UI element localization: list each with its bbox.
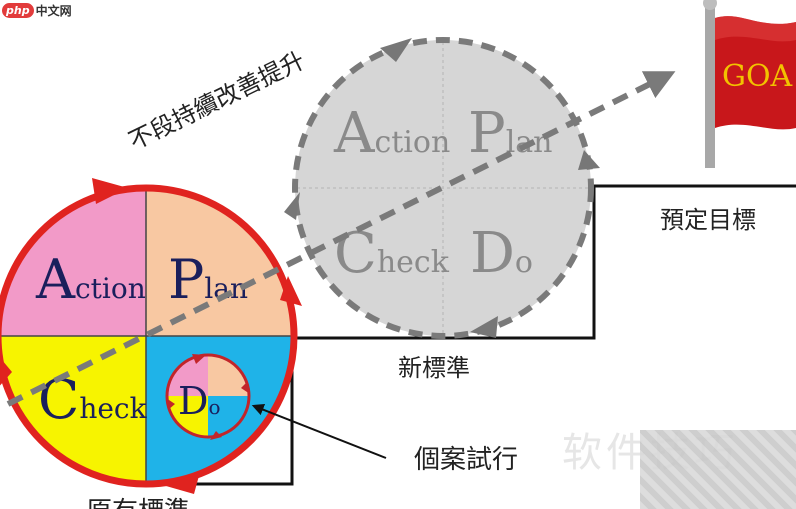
- flag-cloth: [715, 16, 796, 130]
- ring-arrow-bottom: [166, 472, 200, 494]
- ghost-check-small: heck: [377, 245, 450, 280]
- action-small: ction: [75, 272, 146, 305]
- trial-pointer: [251, 403, 387, 459]
- ghost-check-big: C: [334, 221, 377, 286]
- ghost-action-small: ction: [374, 125, 450, 160]
- flag-pole-top: [703, 0, 717, 10]
- svg-text:Check: Check: [334, 221, 450, 286]
- svg-text:Action: Action: [333, 101, 450, 166]
- svg-text:Plan: Plan: [468, 101, 553, 166]
- flag-text: GOA: [722, 59, 793, 94]
- label-original-standard: 原有標準: [86, 497, 190, 509]
- action-big: A: [35, 248, 76, 311]
- ghost-arrow-left: [284, 192, 300, 220]
- ghost-pdca-cycle: Action Plan Check Do: [284, 37, 600, 339]
- logo-php: php: [2, 2, 34, 18]
- quadrant-action: [0, 190, 146, 336]
- mini-do-big: D: [178, 379, 208, 423]
- quadrant-check: [0, 336, 146, 482]
- mini-ring: [165, 353, 251, 439]
- flag-pole: [705, 0, 715, 168]
- ghost-circle-ring: [292, 37, 594, 339]
- ghost-arrow-top: [380, 38, 412, 62]
- cycle-ring: [0, 184, 298, 488]
- ring-arrow-left: [0, 360, 12, 386]
- logo-cn: 中文网: [35, 3, 72, 18]
- ghost-do-big: D: [470, 221, 515, 286]
- svg-text:Do: Do: [178, 379, 221, 423]
- site-logo-watermark: php 中文网: [2, 0, 72, 20]
- ghost-do-small: o: [515, 245, 533, 280]
- ghost-arrow-bottom: [470, 316, 498, 338]
- quadrant-plan: [146, 190, 292, 336]
- improvement-arrow: [6, 71, 676, 407]
- ghost-action-big: A: [333, 101, 375, 166]
- ring-arrow-right: [280, 276, 302, 306]
- ghost-arrow-right: [578, 150, 600, 170]
- ring-arrow-top: [92, 178, 128, 204]
- plan-big: P: [168, 248, 204, 311]
- label-new-standard: 新標準: [398, 354, 470, 382]
- plan-small: lan: [204, 272, 248, 305]
- label-goal: 預定目標: [660, 206, 756, 234]
- blurred-watermark-area: [640, 430, 796, 509]
- check-small: heck: [79, 392, 147, 425]
- mini-do-small: o: [208, 395, 220, 419]
- slogan-text: 不段持續改善提升: [124, 46, 309, 155]
- goal-flag: GOA: [703, 0, 796, 168]
- mini-pdca-cycle: Do: [165, 353, 251, 440]
- ghost-plan-big: P: [468, 101, 506, 166]
- svg-text:Do: Do: [470, 221, 533, 286]
- svg-text:Plan: Plan: [168, 248, 248, 311]
- label-trial: 個案試行: [414, 445, 518, 475]
- svg-text:Action: Action: [35, 248, 146, 311]
